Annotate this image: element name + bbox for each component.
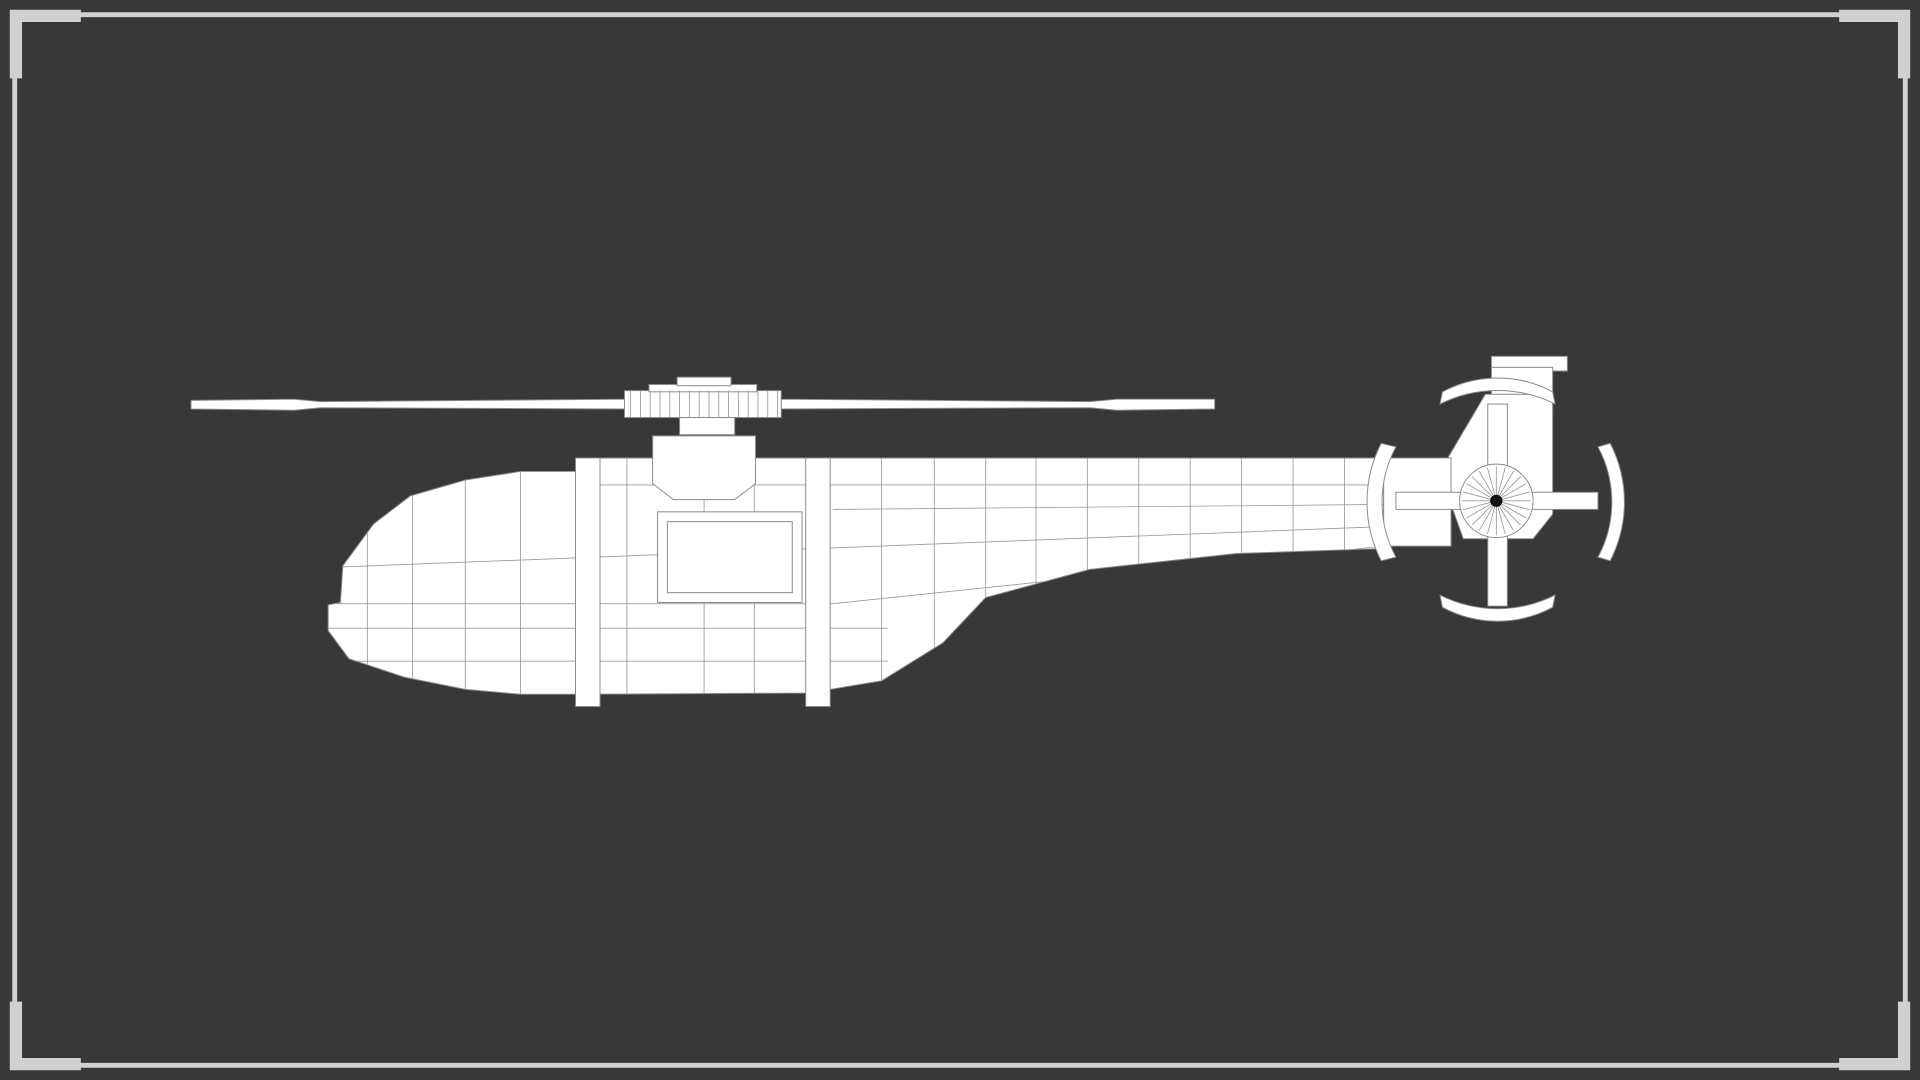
tail-rotor-hub	[1490, 494, 1503, 507]
frame-corner-top-left-icon	[9, 9, 81, 79]
frame-corner-top-right-icon	[1839, 9, 1911, 79]
frame-corner-bottom-left-icon	[9, 1001, 81, 1071]
helicopter-model[interactable]	[190, 355, 1625, 708]
wire-edge	[832, 504, 1384, 510]
tail-assembly	[1366, 355, 1625, 622]
frame-corner-bottom-right-icon	[1839, 1001, 1911, 1071]
wire-edge	[342, 526, 1384, 568]
main-rotor	[190, 376, 1216, 436]
viewport-frame	[9, 9, 1911, 1071]
fuselage	[327, 435, 1385, 708]
